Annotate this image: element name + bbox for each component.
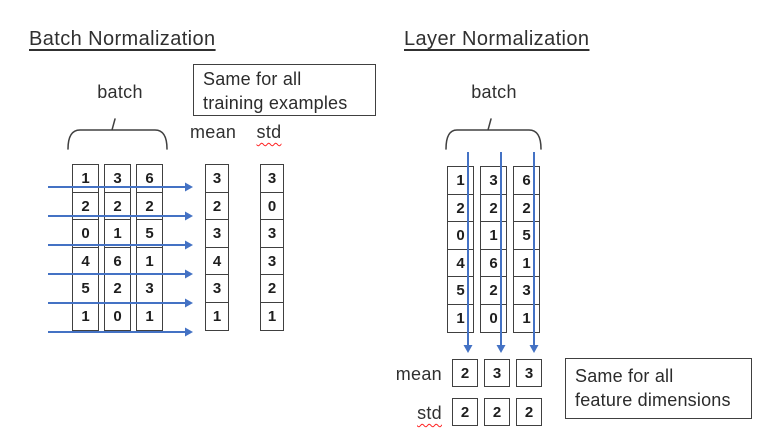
matrix-cell: 2 bbox=[480, 276, 507, 305]
matrix-cell: 5 bbox=[136, 219, 163, 248]
batch-norm-title: Batch Normalization bbox=[29, 28, 216, 50]
mean-label: mean bbox=[190, 122, 237, 142]
std-column: 3 0 3 3 2 1 bbox=[260, 164, 284, 331]
mean-column: 3 2 3 4 3 1 bbox=[205, 164, 229, 331]
matrix-column: 1 2 0 4 5 1 bbox=[447, 166, 474, 333]
matrix-cell: 0 bbox=[447, 221, 474, 250]
layer-norm-title: Layer Normalization bbox=[404, 28, 590, 50]
matrix-cell: 4 bbox=[447, 248, 474, 278]
std-label-wrap: std bbox=[384, 403, 442, 423]
note-line: feature dimensions bbox=[575, 390, 731, 410]
brace-path bbox=[67, 118, 168, 150]
std-label: std bbox=[417, 403, 442, 423]
std-cell: 2 bbox=[516, 398, 542, 426]
matrix-cell: 0 bbox=[480, 303, 507, 333]
note-line: Same for all bbox=[575, 366, 674, 386]
matrix-cell: 6 bbox=[104, 246, 131, 276]
mean-label: mean bbox=[395, 364, 442, 384]
matrix-cell: 6 bbox=[136, 164, 163, 193]
matrix-cell: 5 bbox=[513, 221, 540, 250]
matrix-cell: 2 bbox=[447, 193, 474, 223]
mean-cell: 3 bbox=[205, 274, 229, 303]
std-cell: 2 bbox=[260, 274, 284, 303]
matrix-cell: 3 bbox=[513, 276, 540, 305]
mean-cell: 3 bbox=[516, 359, 542, 387]
batch-label: batch bbox=[471, 82, 517, 102]
std-cell: 2 bbox=[484, 398, 510, 426]
matrix-cell: 3 bbox=[480, 166, 507, 195]
matrix-cell: 0 bbox=[104, 301, 131, 331]
matrix-cell: 2 bbox=[513, 193, 540, 223]
std-cell: 0 bbox=[260, 191, 284, 221]
note-box-feature: Same for all feature dimensions bbox=[565, 358, 752, 419]
matrix-cell: 1 bbox=[447, 166, 474, 195]
matrix-cell: 6 bbox=[480, 248, 507, 278]
std-label: std bbox=[256, 122, 282, 142]
matrix-cell: 4 bbox=[72, 246, 99, 276]
mean-cell: 3 bbox=[484, 359, 510, 387]
matrix-cell: 2 bbox=[480, 193, 507, 223]
std-cell: 2 bbox=[452, 398, 478, 426]
batch-brace bbox=[445, 118, 542, 150]
mean-cell: 4 bbox=[205, 246, 229, 276]
matrix-column: 6 2 5 1 3 1 bbox=[513, 166, 540, 333]
matrix-cell: 1 bbox=[480, 221, 507, 250]
batch-brace bbox=[67, 118, 168, 150]
batch-label: batch bbox=[97, 82, 143, 102]
note-line: training examples bbox=[203, 93, 348, 113]
matrix-cell: 1 bbox=[447, 303, 474, 333]
note-box-training: Same for all training examples bbox=[193, 64, 376, 116]
mean-cell: 2 bbox=[452, 359, 478, 387]
brace-path bbox=[445, 118, 542, 150]
matrix-cell: 1 bbox=[513, 303, 540, 333]
matrix-cell: 5 bbox=[447, 276, 474, 305]
std-cell: 3 bbox=[260, 164, 284, 193]
matrix-cell: 6 bbox=[513, 166, 540, 195]
mean-cell: 1 bbox=[205, 301, 229, 331]
matrix-cell: 3 bbox=[104, 164, 131, 193]
matrix-column: 3 2 1 6 2 0 bbox=[104, 164, 131, 331]
matrix-cell: 1 bbox=[136, 246, 163, 276]
matrix-cell: 1 bbox=[513, 248, 540, 278]
std-cell: 3 bbox=[260, 219, 284, 248]
note-line: Same for all bbox=[203, 69, 302, 89]
matrix-column: 3 2 1 6 2 0 bbox=[480, 166, 507, 333]
std-cell: 1 bbox=[260, 301, 284, 331]
matrix-cell: 1 bbox=[136, 301, 163, 331]
